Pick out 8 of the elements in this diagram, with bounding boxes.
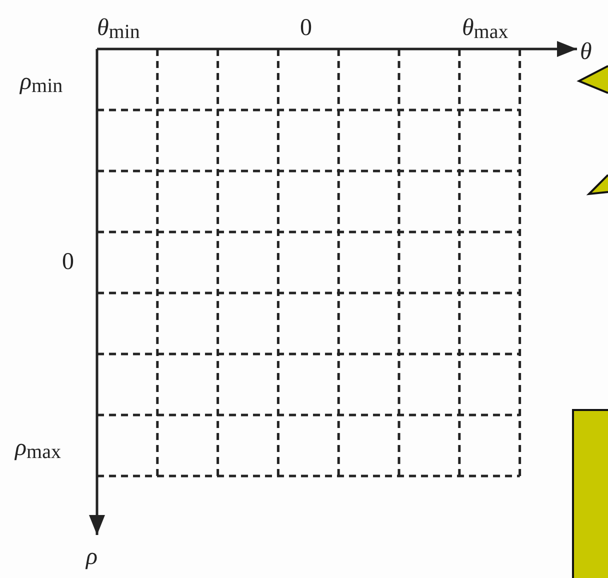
axis-label: θ$_{min}$ [97,16,140,42]
axis-label: θ$_{max}$ [462,16,508,42]
tick-label: 0 [300,16,312,40]
tick-label: 0 [62,250,74,274]
axis-label: ρ$_{min}$ [20,70,63,96]
axis-label: ρ$_{max}$ [15,436,61,462]
axis-title: ρ [86,545,98,569]
axis-title: θ [580,40,592,64]
